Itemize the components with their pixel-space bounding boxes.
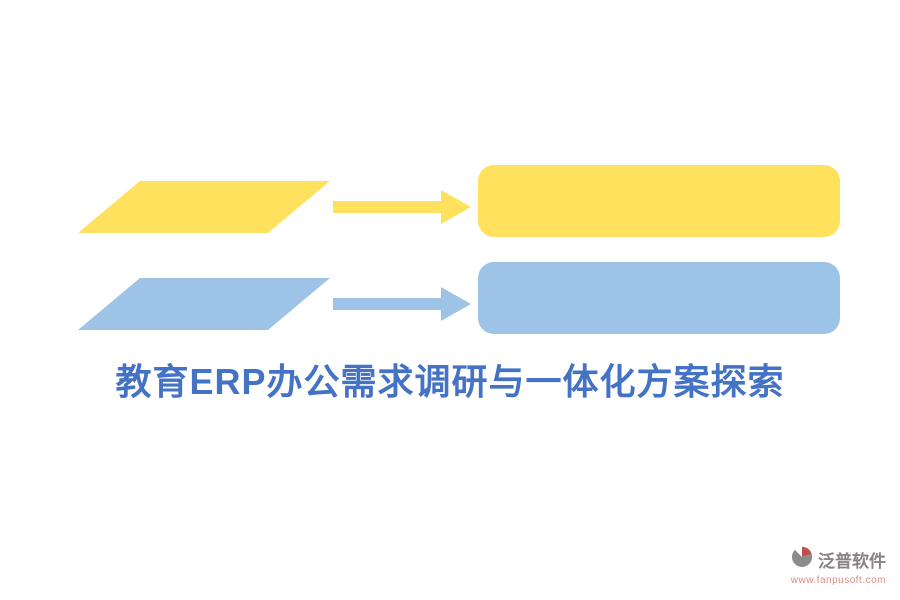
arrow-head (441, 190, 471, 224)
logo-gray-pie (792, 549, 813, 567)
footer-logo-row: 泛普软件 (791, 546, 886, 573)
rounded-rectangle-shape (478, 165, 840, 237)
logo-red-wedge (802, 546, 812, 557)
fanpu-pie-logo-svg (792, 546, 813, 567)
footer-logo-name: 泛普软件 (818, 552, 886, 571)
rounded-rectangle-shape (478, 262, 840, 334)
arrow-shaft (333, 201, 441, 213)
footer-website-url: www.fanpusoft.com (790, 575, 886, 586)
fanpu-pie-logo-icon (791, 546, 813, 573)
parallelogram-shape (78, 181, 330, 233)
arrow-right-icon (333, 190, 471, 224)
page-title: 教育ERP办公需求调研与一体化方案探索 (115, 361, 785, 402)
arrow-right-icon (333, 287, 471, 321)
diagram-row-yellow (0, 165, 900, 237)
diagram-row-blue (0, 262, 900, 334)
arrow-head (441, 287, 471, 321)
arrow-shaft (333, 298, 441, 310)
parallelogram-shape (78, 278, 330, 330)
footer-logo: 泛普软件 www.fanpusoft.com (791, 546, 886, 586)
